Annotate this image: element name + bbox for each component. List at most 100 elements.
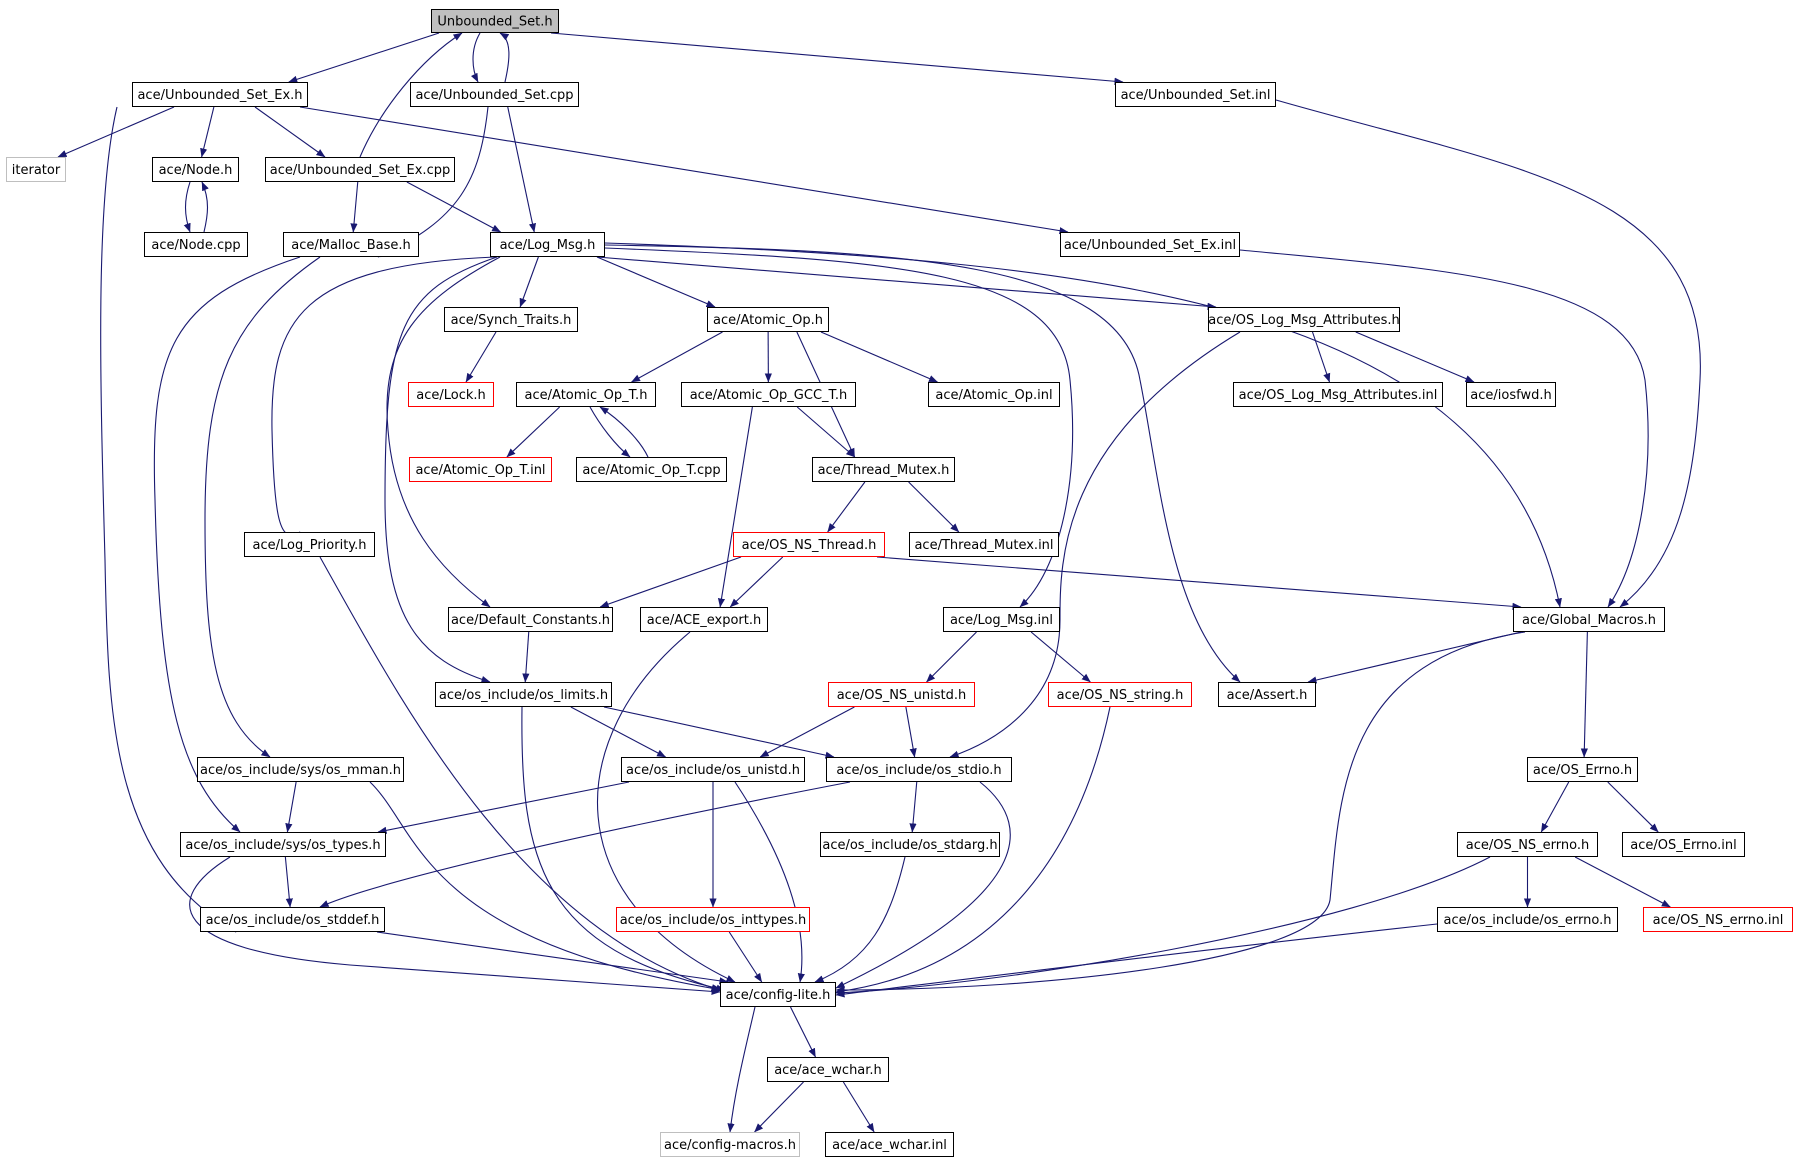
node-label: ace/Node.cpp	[151, 238, 240, 253]
node-label: ace/Malloc_Base.h	[291, 238, 411, 253]
node-n42[interactable]: ace/os_include/os_stddef.h	[200, 907, 385, 932]
node-label: ace/os_include/os_inttypes.h	[620, 913, 807, 928]
node-n3[interactable]: ace/Unbounded_Set.inl	[1115, 82, 1276, 107]
node-label: ace/os_include/os_errno.h	[1444, 913, 1612, 928]
node-n15[interactable]: ace/Atomic_Op_T.h	[516, 382, 656, 407]
node-n10[interactable]: ace/Unbounded_Set_Ex.inl	[1060, 232, 1240, 257]
edge-n0-to-n2	[470, 32, 481, 83]
edge-n1-to-n6	[254, 106, 326, 158]
node-label: ace/os_include/sys/os_types.h	[185, 838, 380, 853]
node-box	[197, 757, 404, 782]
node-n39[interactable]: ace/os_include/os_stdarg.h	[820, 832, 1000, 857]
node-n24[interactable]: ace/OS_NS_Thread.h	[733, 532, 885, 557]
node-n22[interactable]: ace/Thread_Mutex.h	[812, 457, 955, 482]
node-n44[interactable]: ace/os_include/os_errno.h	[1437, 907, 1618, 932]
edge-n32-to-n46	[835, 706, 1111, 995]
edge-n22-to-n25	[908, 481, 960, 533]
edge-n9-to-n23	[271, 256, 496, 540]
node-box	[767, 1057, 889, 1082]
node-box	[1233, 382, 1443, 407]
node-n29[interactable]: ace/Global_Macros.h	[1513, 607, 1665, 632]
node-label: ace/OS_NS_errno.inl	[1653, 913, 1784, 928]
node-n38[interactable]: ace/os_include/sys/os_types.h	[180, 832, 386, 857]
node-n36[interactable]: ace/os_include/os_stdio.h	[826, 757, 1012, 782]
edge-n38-to-n42	[284, 856, 293, 908]
edge-n1-to-n4	[57, 106, 175, 158]
node-n6[interactable]: ace/Unbounded_Set_Ex.cpp	[265, 157, 455, 182]
node-n18[interactable]: ace/OS_Log_Msg_Attributes.inl	[1233, 382, 1443, 407]
edge-n0-to-n1	[288, 32, 440, 83]
node-label: ace/os_include/os_unistd.h	[626, 763, 800, 778]
node-n30[interactable]: ace/os_include/os_limits.h	[435, 682, 612, 707]
edge-n23-to-n46	[319, 556, 721, 991]
node-n19[interactable]: ace/iosfwd.h	[1466, 382, 1556, 407]
node-n34[interactable]: ace/os_include/sys/os_mman.h	[197, 757, 404, 782]
edge-n1-to-n5	[200, 106, 215, 158]
edge-n29-to-n46	[835, 631, 1526, 994]
node-n21[interactable]: ace/Atomic_Op_T.cpp	[576, 457, 727, 482]
node-n48[interactable]: ace/config-macros.h	[660, 1132, 800, 1157]
node-box	[152, 157, 239, 182]
node-n31[interactable]: ace/OS_NS_unistd.h	[828, 682, 975, 707]
node-box	[707, 307, 829, 332]
node-n43[interactable]: ace/os_include/os_inttypes.h	[616, 907, 810, 932]
edge-n30-to-n35	[570, 706, 667, 758]
node-n45[interactable]: ace/OS_NS_errno.inl	[1643, 907, 1793, 932]
node-n7[interactable]: ace/Node.cpp	[144, 232, 248, 257]
node-box	[1115, 82, 1276, 107]
node-n49[interactable]: ace/ace_wchar.inl	[825, 1132, 954, 1157]
node-n25[interactable]: ace/Thread_Mutex.inl	[909, 532, 1059, 557]
node-n37[interactable]: ace/OS_Errno.h	[1527, 757, 1638, 782]
node-n11[interactable]: ace/Synch_Traits.h	[444, 307, 578, 332]
node-box	[244, 532, 375, 557]
node-label: ace/OS_NS_string.h	[1057, 688, 1184, 703]
node-n35[interactable]: ace/os_include/os_unistd.h	[621, 757, 805, 782]
edge-n35-to-n38	[377, 781, 630, 834]
node-n4[interactable]: iterator	[6, 157, 66, 182]
node-label: ace/OS_NS_unistd.h	[837, 688, 967, 703]
node-label: ace/Unbounded_Set_Ex.inl	[1064, 238, 1236, 253]
node-n40[interactable]: ace/OS_NS_errno.h	[1457, 832, 1598, 857]
edge-n47-to-n48	[754, 1081, 804, 1133]
node-n27[interactable]: ace/ACE_export.h	[640, 607, 768, 632]
node-n13[interactable]: ace/OS_Log_Msg_Attributes.h	[1208, 307, 1400, 332]
node-label: ace/Log_Msg.inl	[950, 613, 1053, 628]
node-label: ace/Node.h	[159, 163, 233, 178]
edge-n39-to-n46	[814, 856, 906, 983]
node-n0[interactable]: Unbounded_Set.h	[431, 9, 559, 33]
node-n32[interactable]: ace/OS_NS_string.h	[1048, 682, 1192, 707]
edge-n42-to-n46	[376, 931, 729, 985]
node-n20[interactable]: ace/Atomic_Op_T.inl	[409, 457, 552, 482]
node-n17[interactable]: ace/Atomic_Op.inl	[928, 382, 1060, 407]
node-n5[interactable]: ace/Node.h	[152, 157, 239, 182]
node-box	[943, 607, 1060, 632]
node-box	[928, 382, 1060, 407]
node-n2[interactable]: ace/Unbounded_Set.cpp	[410, 82, 579, 107]
node-n47[interactable]: ace/ace_wchar.h	[767, 1057, 889, 1082]
node-n1[interactable]: ace/Unbounded_Set_Ex.h	[132, 82, 308, 107]
edge-n8-to-n34	[204, 256, 321, 758]
node-n26[interactable]: ace/Default_Constants.h	[448, 607, 613, 632]
edge-n38-to-n46	[189, 856, 721, 995]
edge-n34-to-n46	[369, 781, 723, 993]
node-n9[interactable]: ace/Log_Msg.h	[490, 232, 605, 257]
edge-n12-to-n17	[820, 331, 938, 383]
node-n33[interactable]: ace/Assert.h	[1218, 682, 1316, 707]
node-n12[interactable]: ace/Atomic_Op.h	[707, 307, 829, 332]
node-label: iterator	[12, 163, 61, 178]
edge-n9-to-n13	[596, 256, 1217, 310]
node-n23[interactable]: ace/Log_Priority.h	[244, 532, 375, 557]
node-n16[interactable]: ace/Atomic_Op_GCC_T.h	[681, 382, 856, 407]
node-box	[516, 382, 656, 407]
node-label: ace/Log_Priority.h	[253, 538, 367, 553]
node-n28[interactable]: ace/Log_Msg.inl	[943, 607, 1060, 632]
node-n14[interactable]: ace/Lock.h	[408, 382, 494, 407]
node-label: ace/Unbounded_Set.cpp	[415, 88, 573, 103]
node-n8[interactable]: ace/Malloc_Base.h	[283, 232, 419, 257]
node-box	[265, 157, 455, 182]
node-n46[interactable]: ace/config-lite.h	[720, 982, 836, 1007]
node-label: ace/os_include/sys/os_mman.h	[200, 763, 401, 778]
node-label: ace/OS_NS_errno.h	[1466, 838, 1590, 853]
node-n41[interactable]: ace/OS_Errno.inl	[1622, 832, 1745, 857]
node-box	[283, 232, 419, 257]
